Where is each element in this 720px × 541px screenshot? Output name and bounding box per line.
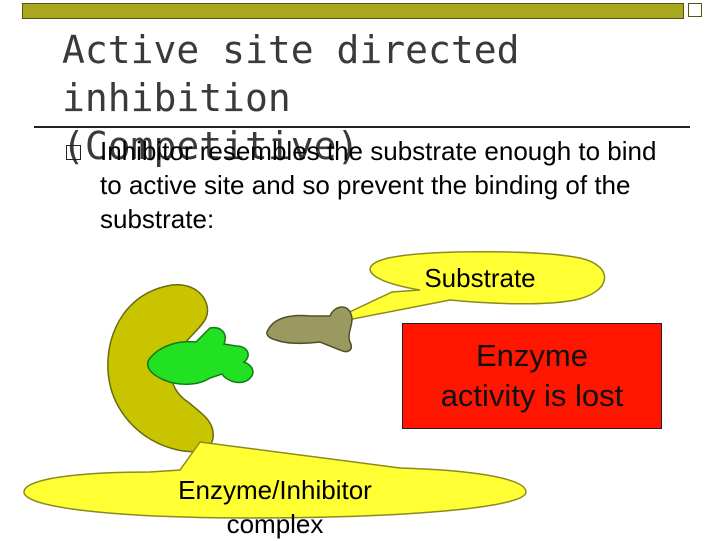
- title-line-1: Active site directed inhibition: [62, 28, 520, 120]
- slide-corner-box: [688, 3, 702, 17]
- slide-top-bar: [22, 3, 684, 19]
- result-line-1: Enzyme: [476, 338, 588, 373]
- result-line-2: activity is lost: [440, 378, 624, 413]
- bullet-text: Inhibitor resembles the substrate enough…: [100, 136, 657, 234]
- substrate-callout: [321, 250, 606, 326]
- bullet-square-icon: [66, 145, 81, 160]
- substrate-shape: [266, 306, 353, 353]
- complex-line-1: Enzyme/Inhibitor: [178, 475, 372, 505]
- substrate-label: Substrate: [424, 263, 536, 293]
- complex-line-2: complex: [226, 509, 324, 539]
- complex-callout: [23, 441, 527, 519]
- complex-label: Enzyme/Inhibitor complex: [150, 473, 400, 541]
- inhibitor-shape: [146, 326, 254, 385]
- title-divider: [34, 126, 690, 128]
- title-line-2: (Competitive): [62, 124, 360, 168]
- result-box: Enzyme activity is lost: [402, 323, 662, 429]
- slide-title: Active site directed inhibition (Competi…: [62, 26, 682, 170]
